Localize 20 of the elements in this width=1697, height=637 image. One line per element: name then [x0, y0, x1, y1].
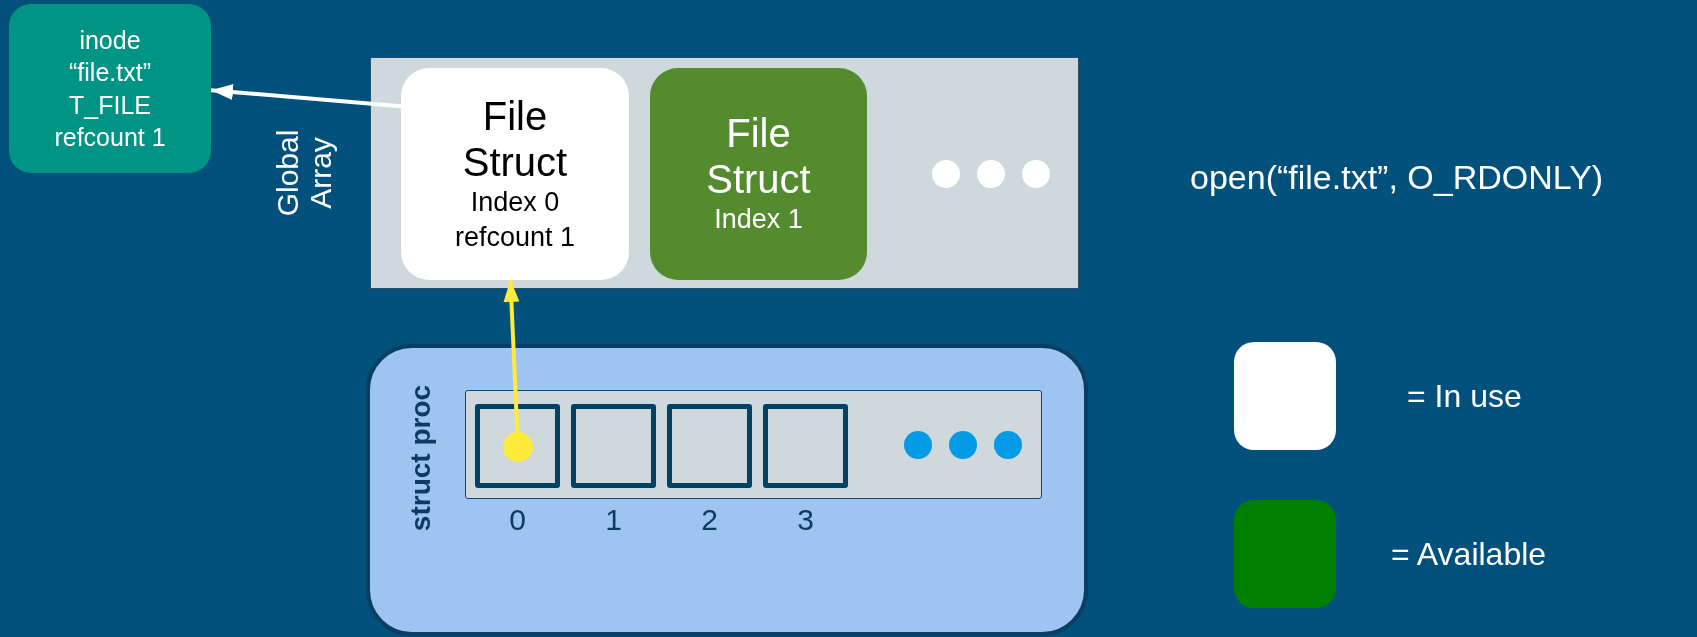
index-number: 2 — [701, 503, 718, 537]
index-number: 0 — [509, 503, 526, 537]
card-title: File Struct — [461, 92, 569, 185]
arrow — [210, 84, 402, 109]
card-detail: Index 0 refcount 1 — [453, 185, 577, 254]
inode-box — [9, 4, 211, 173]
card-title: File Struct — [705, 110, 812, 203]
panel-heading: Global Array — [271, 128, 337, 219]
code-text: open(“file.txt”, O_RDONLY) — [1190, 158, 1604, 197]
legend-label: = Available — [1391, 536, 1547, 573]
panel-heading: struct proc — [405, 384, 437, 532]
pointer-dot — [503, 432, 533, 462]
card-detail: Index 1 — [713, 203, 804, 237]
struct-proc-panel — [366, 344, 1088, 636]
file-struct-card — [401, 68, 629, 280]
index-number: 1 — [605, 503, 622, 537]
legend-label: = In use — [1407, 378, 1522, 415]
file-struct-card — [650, 68, 867, 280]
inode-text: inode “file.txt” T_FILE refcount 1 — [53, 24, 167, 153]
index-number: 3 — [797, 503, 814, 537]
